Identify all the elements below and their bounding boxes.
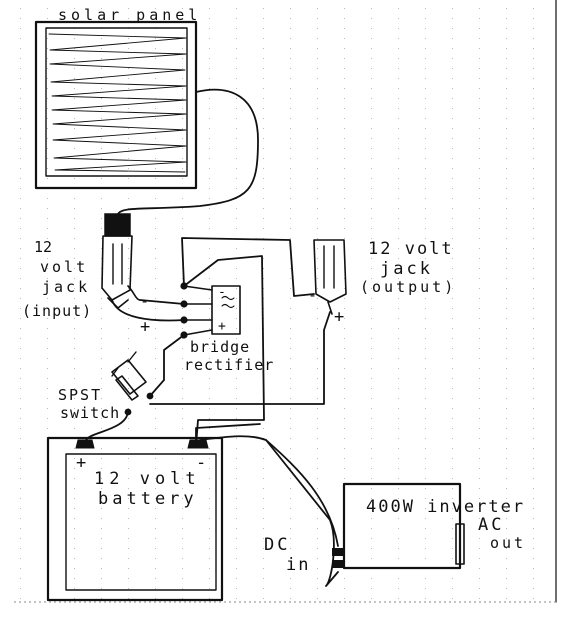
output-jack-label-line3: (output) xyxy=(360,278,456,296)
input-jack-label-line2: volt xyxy=(40,258,88,276)
wire-battery-negative-to-inverter xyxy=(199,435,339,547)
battery-label-line2: battery xyxy=(98,489,198,509)
wire-top-loop xyxy=(181,237,315,297)
solar-panel-label: solar panel xyxy=(58,6,201,24)
battery: + - xyxy=(46,436,224,602)
wire-switch-battery xyxy=(85,411,129,441)
wire-output-plus xyxy=(149,311,331,405)
inverter xyxy=(332,482,465,570)
switch-label-line1: SPST xyxy=(58,386,102,404)
wire-dc-in xyxy=(265,439,339,587)
ac-label-line1: AC xyxy=(478,515,504,535)
dc-label-line2: in xyxy=(286,555,310,575)
battery-minus: - xyxy=(196,453,206,473)
output-jack-plus: + xyxy=(334,307,344,327)
ac-label-line2: out xyxy=(490,534,526,552)
output-jack-label-line2: jack xyxy=(380,259,433,279)
panel-wire xyxy=(117,88,259,215)
bridge-rectifier: + - xyxy=(180,282,241,339)
output-jack-label-line1: 12 volt xyxy=(368,239,454,259)
wire-input-jack-plus xyxy=(111,299,185,322)
dc-label-line1: DC xyxy=(264,535,290,555)
input-jack-label-line4: (input) xyxy=(22,302,92,320)
output-jack: - + xyxy=(308,239,347,327)
input-jack-label-line1: 12 xyxy=(34,238,52,256)
input-jack-label-line3: jack xyxy=(42,278,90,296)
wire-switch-rectifier xyxy=(149,334,185,397)
bridge-label-line2: rectifier xyxy=(184,356,274,374)
bridge-plus: + xyxy=(218,319,226,334)
inverter-label: 400W inverter xyxy=(366,497,525,517)
wire-battery-positive-to-inverter xyxy=(195,423,261,447)
dot-grid xyxy=(20,8,534,599)
battery-label-line1: 12 volt xyxy=(94,469,201,489)
battery-plus: + xyxy=(76,453,86,473)
switch-label-line2: switch xyxy=(60,404,120,422)
wire-input-jack-minus xyxy=(139,299,185,305)
input-jack-plus: + xyxy=(140,317,150,337)
solar-panel: solar panel xyxy=(34,6,201,190)
bridge-label-line1: bridge xyxy=(190,338,250,356)
wire-rectifier-out xyxy=(183,255,265,447)
bridge-minus: - xyxy=(218,285,226,300)
